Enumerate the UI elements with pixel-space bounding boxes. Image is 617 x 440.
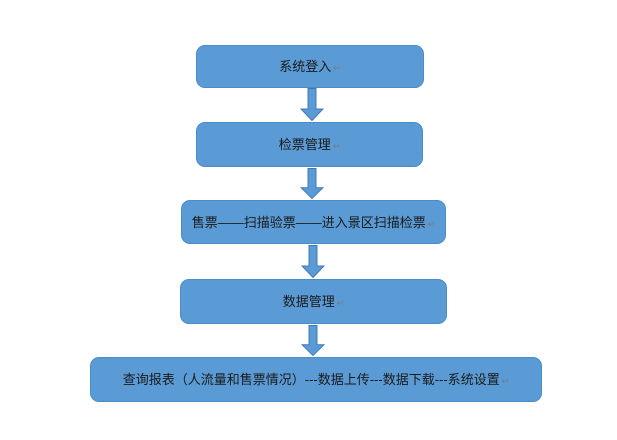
node-label: 系统登入 <box>279 59 332 74</box>
line-break-mark-icon: ↵ <box>332 141 341 151</box>
line-break-mark-icon: ↵ <box>427 218 436 229</box>
down-arrow-icon <box>300 88 324 121</box>
line-break-mark-icon: ↵ <box>336 298 345 308</box>
line-break-mark-icon: ↵ <box>333 63 341 73</box>
down-arrow-icon <box>300 168 324 199</box>
node-label: 查询报表（人流量和售票情况）---数据上传---数据下载---系统设置 <box>122 372 500 387</box>
flow-node-ticketing-process: 售票——扫描验票——进入景区扫描检票↵ <box>181 200 446 244</box>
flow-node-ticket-check-management: 检票管理↵ <box>196 122 423 167</box>
flow-node-reports-and-settings: 查询报表（人流量和售票情况）---数据上传---数据下载---系统设置↵ <box>90 357 542 402</box>
node-label: 数据管理 <box>282 294 335 309</box>
flow-node-system-login: 系统登入↵ <box>196 45 424 88</box>
line-break-mark-icon: ↵ <box>501 376 510 386</box>
down-arrow-icon <box>301 245 325 278</box>
node-label: 售票——扫描验票——进入景区扫描检票 <box>191 214 426 230</box>
node-label: 检票管理 <box>278 137 331 152</box>
down-arrow-icon <box>301 325 325 356</box>
flow-node-data-management: 数据管理↵ <box>180 279 447 324</box>
